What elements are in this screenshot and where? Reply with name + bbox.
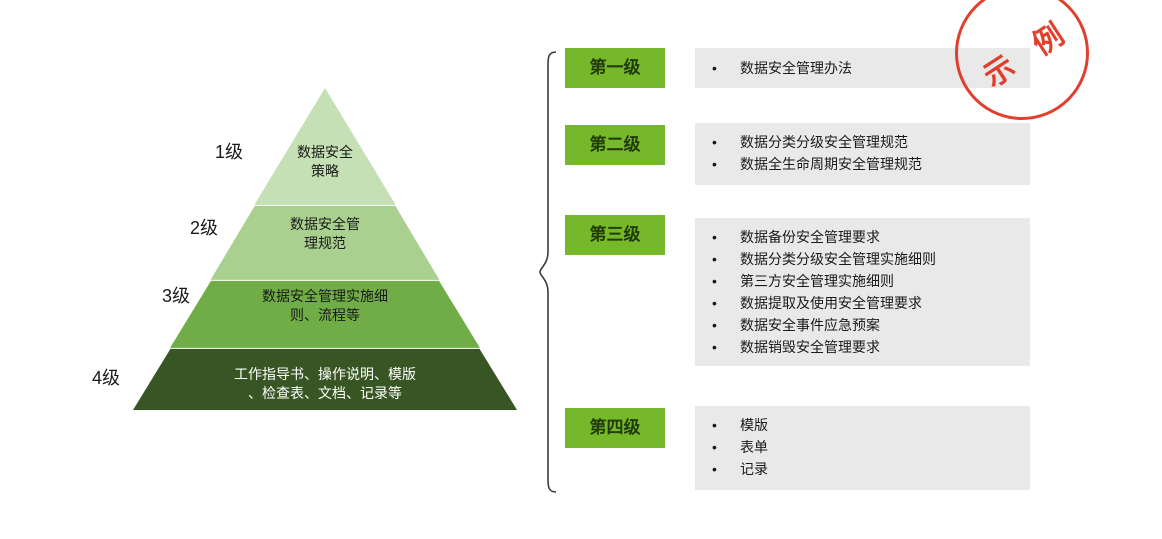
bullet-icon: •: [712, 251, 717, 267]
list-item: • 模版: [695, 414, 1020, 436]
list-item-text: 数据销毁安全管理要求: [740, 339, 880, 355]
list-item: • 数据全生命周期安全管理规范: [695, 153, 1020, 175]
level-badge-4: 第四级: [565, 408, 665, 448]
bullet-icon: •: [712, 134, 717, 150]
list-item: • 数据分类分级安全管理实施细则: [695, 248, 1020, 270]
list-item-text: 表单: [740, 439, 768, 455]
pyramid: 数据安全 策略 数据安全管 理规范 数据安全管理实施细 则、流程等 工作指导书、…: [133, 88, 517, 410]
list-item-text: 数据全生命周期安全管理规范: [740, 156, 922, 172]
pyramid-level-2: [210, 205, 440, 280]
list-item: • 数据提取及使用安全管理要求: [695, 292, 1020, 314]
bullet-icon: •: [712, 156, 717, 172]
bullet-icon: •: [712, 60, 717, 76]
list-item: • 记录: [695, 458, 1020, 480]
level-badge-2: 第二级: [565, 125, 665, 165]
pyramid-level-3: [170, 280, 480, 348]
pyramid-side-label-1: 1级: [215, 142, 244, 162]
bullet-icon: •: [712, 295, 717, 311]
list-item: • 数据分类分级安全管理规范: [695, 131, 1020, 153]
list-item-text: 数据安全事件应急预案: [740, 317, 880, 333]
list-item: • 数据备份安全管理要求: [695, 226, 1020, 248]
brace-icon: [539, 51, 557, 493]
list-item-text: 记录: [740, 461, 768, 477]
bullet-icon: •: [712, 339, 717, 355]
example-stamp-text: 示 例: [977, 12, 1079, 94]
level-badge-1: 第一级: [565, 48, 665, 88]
level-items-3: • 数据备份安全管理要求 • 数据分类分级安全管理实施细则 • 第三方安全管理实…: [695, 218, 1030, 366]
pyramid-level-4-label: 工作指导书、操作说明、模版 、检查表、文档、记录等: [234, 366, 416, 401]
list-item: • 数据销毁安全管理要求: [695, 336, 1020, 358]
pyramid-side-label-2: 2级: [190, 218, 219, 238]
list-item-text: 数据分类分级安全管理规范: [740, 134, 908, 150]
pyramid-level-3-label: 数据安全管理实施细 则、流程等: [262, 288, 388, 323]
pyramid-level-1-label: 数据安全 策略: [297, 144, 353, 179]
level-items-2: • 数据分类分级安全管理规范 • 数据全生命周期安全管理规范: [695, 123, 1030, 185]
bullet-icon: •: [712, 229, 717, 245]
list-item-text: 第三方安全管理实施细则: [740, 273, 894, 289]
pyramid-side-label-3: 3级: [162, 286, 191, 306]
list-item-text: 数据提取及使用安全管理要求: [740, 295, 922, 311]
example-stamp: 示 例: [955, 0, 1089, 120]
pyramid-level-2-label: 数据安全管 理规范: [290, 216, 360, 251]
bullet-icon: •: [712, 317, 717, 333]
list-item-text: 模版: [740, 417, 768, 433]
pyramid-side-label-4: 4级: [92, 368, 121, 388]
list-item: • 数据安全管理办法: [695, 57, 1020, 79]
bullet-icon: •: [712, 273, 717, 289]
list-item-text: 数据安全管理办法: [740, 60, 852, 76]
list-item: • 数据安全事件应急预案: [695, 314, 1020, 336]
bullet-icon: •: [712, 439, 717, 455]
bullet-icon: •: [712, 417, 717, 433]
bullet-icon: •: [712, 461, 717, 477]
level-items-4: • 模版 • 表单 • 记录: [695, 406, 1030, 490]
list-item-text: 数据分类分级安全管理实施细则: [740, 251, 936, 267]
list-item: • 第三方安全管理实施细则: [695, 270, 1020, 292]
list-item-text: 数据备份安全管理要求: [740, 229, 880, 245]
level-badge-3: 第三级: [565, 215, 665, 255]
pyramid-level-4: [133, 348, 517, 410]
list-item: • 表单: [695, 436, 1020, 458]
